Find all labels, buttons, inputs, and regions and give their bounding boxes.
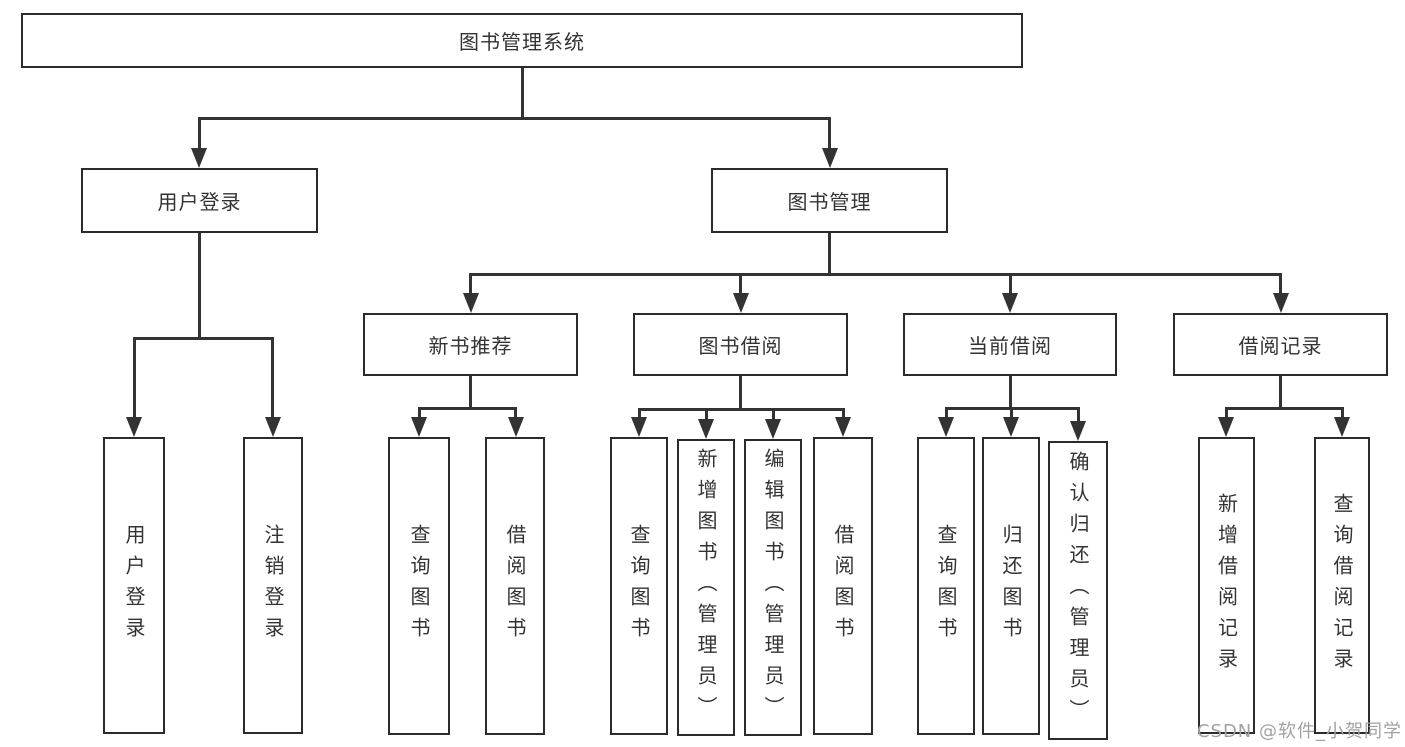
- leaf-label: 新增图书（管理员）: [694, 448, 718, 727]
- leaf-label: 查询图书: [627, 524, 651, 648]
- arrowhead-add-books: [698, 419, 714, 439]
- arrowhead-return-books: [1003, 417, 1019, 437]
- leaf-user-login: 用户登录: [103, 437, 165, 734]
- connector-drop-return-books: [1009, 407, 1013, 421]
- csdn-watermark: CSDN @软件_小贺同学: [1196, 721, 1402, 742]
- connector-user-login-branch: [134, 337, 274, 340]
- node-book-borrowing: 图书借阅: [633, 313, 848, 376]
- arrowhead-book-borrowing: [732, 293, 749, 313]
- connector-drop-borrowing-records: [1279, 273, 1282, 297]
- arrowhead-query-record: [1334, 417, 1350, 437]
- leaf-label: 查询借阅记录: [1330, 492, 1354, 679]
- leaf-borrow-books-borrowing: 借阅图书: [813, 437, 873, 735]
- connector-drop-query-borrowing: [637, 408, 641, 421]
- connector-borrowing-branch: [639, 408, 843, 411]
- connector-drop-query-record: [1340, 407, 1344, 421]
- leaf-label: 新增借阅记录: [1214, 492, 1239, 679]
- connector-root-stem: [520, 68, 524, 117]
- leaf-label: 用户登录: [122, 523, 146, 648]
- connector-current-stem: [1008, 376, 1012, 407]
- leaf-logout: 注销登录: [243, 437, 303, 734]
- connector-drop-add-record: [1224, 407, 1228, 421]
- leaf-query-books-borrowing: 查询图书: [610, 437, 668, 735]
- connector-drop-leaf-logout: [271, 337, 274, 421]
- connector-root-branch: [199, 117, 831, 120]
- connector-recommend-stem: [469, 376, 472, 407]
- leaf-label: 查询图书: [407, 524, 431, 648]
- leaf-edit-books-admin: 编辑图书（管理员）: [744, 439, 802, 736]
- arrowhead-edit-books: [765, 419, 781, 439]
- arrowhead-query-recommend: [411, 417, 427, 437]
- node-user-login: 用户登录: [81, 168, 318, 233]
- arrowhead-confirm-return: [1070, 421, 1086, 441]
- connector-user-login-stem: [198, 233, 201, 337]
- arrowhead-query-borrowing: [631, 417, 647, 437]
- arrowhead-borrowing-records: [1272, 293, 1289, 313]
- arrowhead-book-management: [821, 148, 838, 168]
- leaf-confirm-return-admin: 确认归还（管理员）: [1048, 441, 1108, 740]
- arrowhead-borrow-borrowing: [835, 417, 851, 437]
- connector-drop-book-management: [828, 117, 831, 151]
- leaf-query-borrow-record: 查询借阅记录: [1314, 437, 1370, 734]
- leaf-label: 注销登录: [261, 523, 285, 648]
- leaf-label: 编辑图书（管理员）: [761, 448, 785, 727]
- node-library-system: 图书管理系统: [21, 13, 1023, 68]
- leaf-label: 查询图书: [934, 524, 958, 648]
- leaf-label: 归还图书: [999, 524, 1023, 648]
- connector-drop-current-borrowing: [1008, 273, 1012, 297]
- leaf-return-books: 归还图书: [982, 437, 1040, 735]
- leaf-label: 借阅图书: [503, 524, 527, 648]
- connector-drop-user-login: [197, 117, 201, 151]
- arrowhead-leaf-logout: [264, 417, 281, 437]
- leaf-add-books-admin: 新增图书（管理员）: [677, 439, 735, 736]
- connector-drop-book-borrowing: [739, 273, 742, 297]
- connector-recommend-branch: [419, 407, 516, 410]
- connector-drop-leaf-user-login: [132, 337, 136, 421]
- leaf-query-books-current: 查询图书: [917, 437, 975, 735]
- leaf-label: 借阅图书: [831, 524, 855, 648]
- arrowhead-user-login: [191, 148, 207, 168]
- arrowhead-borrow-recommend: [507, 417, 524, 437]
- connector-records-stem: [1279, 376, 1282, 407]
- connector-drop-borrow-recommend: [514, 407, 517, 421]
- connector-book-mgmt-branch: [470, 273, 1281, 276]
- arrowhead-query-current: [938, 417, 954, 437]
- arrowhead-current-borrowing: [1002, 293, 1018, 313]
- node-new-book-recommend: 新书推荐: [363, 313, 578, 376]
- leaf-query-books-recommend: 查询图书: [388, 437, 450, 735]
- connector-drop-query-current: [944, 407, 948, 421]
- connector-drop-borrow-borrowing: [841, 408, 845, 421]
- arrowhead-leaf-user-login: [126, 417, 142, 437]
- leaf-borrow-books-recommend: 借阅图书: [485, 437, 545, 735]
- connector-book-mgmt-stem: [827, 233, 831, 273]
- arrowhead-add-record: [1218, 417, 1234, 437]
- connector-drop-add-books: [704, 408, 708, 421]
- connector-drop-confirm-return: [1076, 407, 1080, 423]
- connector-drop-edit-books: [771, 408, 775, 421]
- node-current-borrowing: 当前借阅: [903, 313, 1117, 376]
- connector-drop-new-book-recommend: [469, 273, 472, 297]
- node-book-management: 图书管理: [711, 168, 948, 233]
- node-borrowing-records: 借阅记录: [1173, 313, 1388, 376]
- connector-records-branch: [1226, 407, 1342, 410]
- connector-borrowing-stem: [739, 376, 742, 408]
- leaf-add-borrow-record: 新增借阅记录: [1198, 437, 1255, 734]
- connector-drop-query-recommend: [417, 407, 421, 421]
- arrowhead-new-book-recommend: [462, 293, 479, 313]
- leaf-label: 确认归还（管理员）: [1066, 451, 1090, 730]
